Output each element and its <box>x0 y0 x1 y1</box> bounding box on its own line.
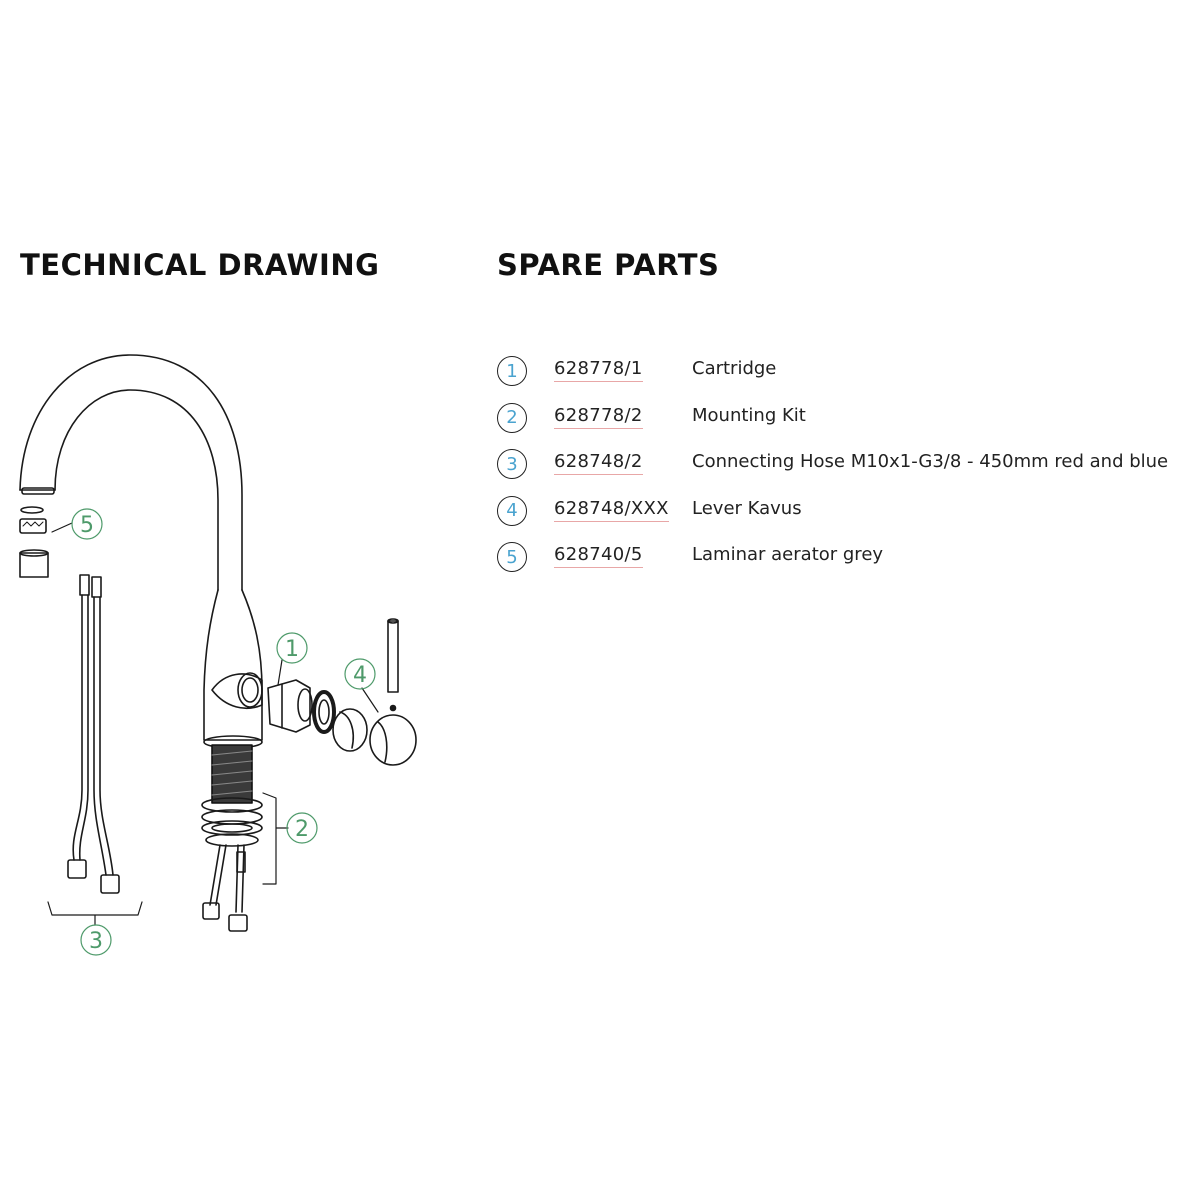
callout-4: 4 <box>344 658 376 690</box>
spare-part-row: 4 628748/XXX Lever Kavus <box>497 492 1197 539</box>
spare-part-row: 3 628748/2 Connecting Hose M10x1-G3/8 - … <box>497 445 1197 492</box>
retaining-nut <box>312 690 336 734</box>
connecting-hoses <box>67 574 120 894</box>
spare-part-row: 5 628740/5 Laminar aerator grey <box>497 538 1197 585</box>
lever <box>369 618 417 766</box>
callout-3-label: 3 <box>89 929 103 954</box>
part-description: Lever Kavus <box>692 497 802 519</box>
callout-3: 3 <box>80 924 112 956</box>
part-code: 628748/2 <box>554 451 643 476</box>
callout-4-label: 4 <box>353 663 367 688</box>
technical-drawing-heading: TECHNICAL DRAWING <box>20 248 380 282</box>
spare-part-row: 1 628778/1 Cartridge <box>497 352 1197 399</box>
callout-1: 1 <box>276 632 308 664</box>
body-hoses <box>202 844 248 932</box>
part-number-badge: 4 <box>497 495 527 526</box>
part-number-badge: 1 <box>497 356 527 386</box>
part-code: 628778/2 <box>554 405 643 429</box>
part-number-badge: 3 <box>497 449 527 480</box>
callout-1-label: 1 <box>285 637 299 662</box>
mounting-kit-rings <box>201 797 263 847</box>
part-code: 628748/XXX <box>554 498 669 522</box>
callout-2: 2 <box>286 812 318 844</box>
faucet-exploded-drawing: 5 1 4 2 3 <box>19 354 417 956</box>
threaded-shank <box>211 744 253 804</box>
part-number-badge: 5 <box>497 542 527 573</box>
part-code: 628740/5 <box>554 544 643 569</box>
part-description: Cartridge <box>692 358 777 379</box>
cap <box>332 708 368 752</box>
callout-5: 5 <box>71 508 103 540</box>
aerator-parts <box>19 506 49 578</box>
faucet-body <box>203 589 263 749</box>
callout-2-label: 2 <box>295 817 309 842</box>
spout <box>19 354 243 591</box>
leader-lines <box>47 522 379 926</box>
part-description: Laminar aerator grey <box>692 544 884 566</box>
spare-parts-list: 1 628778/1 Cartridge 2 628778/2 Mounting… <box>497 352 1197 585</box>
part-description: Connecting Hose M10x1-G3/8 - 450mm red a… <box>692 451 1169 473</box>
spare-part-row: 2 628778/2 Mounting Kit <box>497 399 1197 446</box>
part-code: 628778/1 <box>554 358 643 382</box>
spare-parts-heading: SPARE PARTS <box>497 248 720 282</box>
cartridge <box>267 679 313 733</box>
part-description: Mounting Kit <box>692 404 806 426</box>
callout-5-label: 5 <box>80 513 94 538</box>
part-number-badge: 2 <box>497 402 527 433</box>
